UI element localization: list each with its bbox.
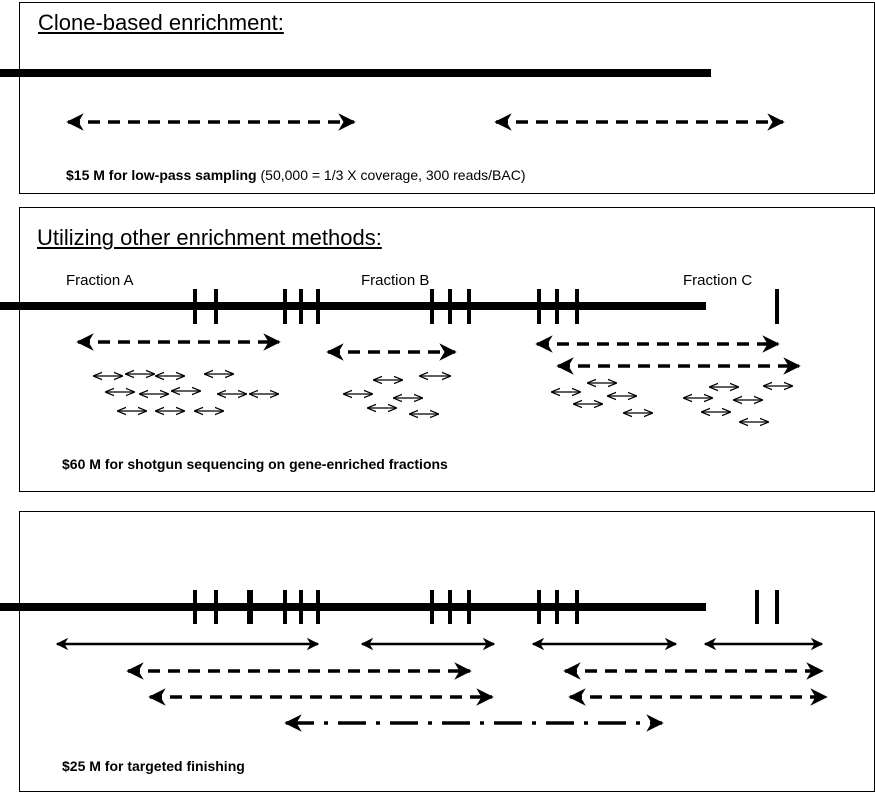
fraction-c-label: Fraction C bbox=[683, 272, 753, 289]
panel3-cost: $25 M for targeted finishing bbox=[62, 758, 245, 774]
panel2-cost-text: $60 M for shotgun sequencing on gene-enr… bbox=[62, 456, 448, 472]
panel1-cost: $15 M for low-pass sampling (50,000 = 1/… bbox=[66, 167, 526, 183]
gene-marks bbox=[193, 289, 779, 324]
shotgun-reads bbox=[94, 374, 792, 422]
fraction-arrows bbox=[76, 333, 801, 375]
finishing-dashed-arrows bbox=[126, 662, 828, 706]
panel-targeted-finishing bbox=[19, 511, 875, 792]
panel1-title: Clone-based enrichment: bbox=[38, 10, 284, 35]
fraction-b-label: Fraction B bbox=[361, 272, 430, 289]
panel1-cost-bold: $15 M for low-pass sampling bbox=[66, 167, 257, 183]
panel1-cost-rest: (50,000 = 1/3 X coverage, 300 reads/BAC) bbox=[256, 167, 526, 183]
panel2-cost: $60 M for shotgun sequencing on gene-enr… bbox=[62, 456, 448, 472]
panel-clone-based bbox=[19, 2, 875, 194]
panel2-title: Utilizing other enrichment methods: bbox=[37, 225, 382, 250]
fraction-a-label: Fraction A bbox=[66, 272, 134, 289]
gene-marks bbox=[193, 590, 779, 624]
panel3-cost-text: $25 M for targeted finishing bbox=[62, 758, 245, 774]
